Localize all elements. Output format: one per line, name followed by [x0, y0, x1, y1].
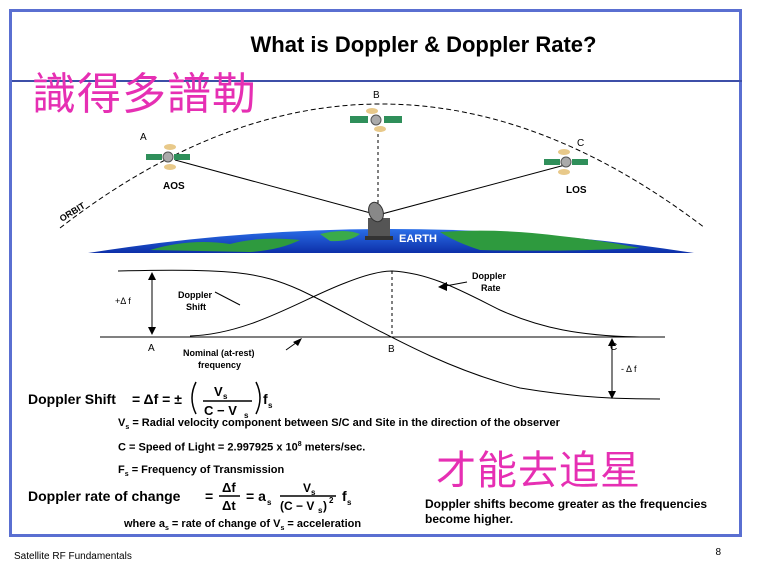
frequency-note: Doppler shifts become greater as the fre…: [425, 497, 708, 526]
svg-text:Δt: Δt: [222, 498, 236, 513]
earth-label: EARTH: [399, 233, 437, 245]
orbit-label: ORBIT: [58, 200, 87, 224]
svg-text:= Δf = ±: = Δf = ±: [132, 391, 182, 407]
satellite-c-icon: [544, 149, 588, 175]
svg-text:f: f: [263, 391, 268, 407]
overlay-caption-top: 識得多譜勒: [32, 69, 257, 120]
doppler-rate-curve: [189, 270, 641, 338]
svg-text:s: s: [268, 401, 273, 410]
where-line: where as = rate of change of Vs = accele…: [124, 518, 362, 533]
plus-delta-f-label: +Δ f: [115, 296, 131, 306]
slide-title: What is Doppler & Doppler Rate?: [250, 32, 597, 57]
footer-course-name: Satellite RF Fundamentals: [14, 551, 132, 562]
ground-station-icon: [365, 201, 393, 240]
svg-text:2: 2: [329, 496, 334, 505]
axis-b-label: B: [388, 344, 395, 355]
fs-definition-line: Fs = Frequency of Transmission: [118, 464, 285, 479]
axis-a-label: A: [148, 343, 155, 354]
point-c-label: C: [577, 138, 584, 149]
svg-text:= a: = a: [246, 488, 266, 504]
svg-text:s: s: [311, 488, 316, 497]
vs-definition-text: = Radial velocity component between S/C …: [132, 417, 560, 429]
doppler-shift-label-2: Shift: [186, 302, 206, 312]
rate-eq-name: Doppler rate of change: [28, 488, 181, 504]
point-a-label: A: [140, 132, 147, 143]
c-exponent: 8: [297, 441, 302, 448]
axis-c-label: C: [610, 342, 617, 353]
svg-text:s: s: [267, 498, 272, 507]
where-text-1: where a: [124, 518, 165, 530]
svg-text:f: f: [342, 488, 347, 504]
nominal-label-1: Nominal (at-rest): [183, 348, 255, 358]
line-to-a: [174, 159, 379, 216]
doppler-shift-eq-name: Doppler Shift: [28, 391, 116, 407]
rate-formula: = Δf Δt = a s V s (C − V s ) 2 f s: [205, 480, 352, 515]
earth-land-1: [150, 238, 300, 252]
where-text-3: = acceleration: [284, 518, 362, 530]
overlay-caption-bottom: 才能去追星: [436, 448, 641, 494]
shift-callout-line: [214, 291, 241, 306]
doppler-shift-curve: [117, 269, 661, 400]
line-to-c: [377, 164, 566, 216]
svg-text:V: V: [214, 384, 223, 399]
c-units-text: meters/sec.: [301, 441, 366, 454]
svg-text:(C − V: (C − V: [280, 499, 314, 513]
orbit-arc: [59, 103, 706, 229]
earth-land-3: [320, 231, 360, 242]
c-definition-text: C = Speed of Light = 2.997925 x 10: [118, 441, 298, 454]
satellite-b-icon: [350, 108, 402, 132]
aos-label: AOS: [163, 181, 185, 192]
svg-text:=: =: [205, 488, 213, 504]
footer-page-number: 8: [715, 547, 721, 558]
doppler-rate-label-1: Doppler: [472, 271, 506, 281]
satellite-a-icon: [146, 144, 190, 170]
svg-text:s: s: [347, 498, 352, 507]
title-underline: [12, 80, 742, 82]
svg-text:s: s: [223, 392, 228, 401]
doppler-rate-label-2: Rate: [481, 283, 501, 293]
slide-frame: [9, 9, 742, 537]
svg-text:C − V: C − V: [204, 403, 237, 418]
svg-text:): ): [323, 499, 327, 513]
los-label: LOS: [566, 185, 587, 196]
where-text-2: = rate of change of V: [168, 518, 281, 530]
svg-text:s: s: [244, 411, 249, 420]
minus-delta-f-label: - Δ f: [621, 364, 637, 374]
doppler-shift-formula: = Δf = ± V s C − V s f s: [132, 381, 273, 420]
point-b-label: B: [373, 90, 380, 101]
fs-definition-text: = Frequency of Transmission: [131, 464, 285, 476]
svg-text:V: V: [303, 481, 311, 495]
c-definition-line: C = Speed of Light = 2.997925 x 108 mete…: [118, 441, 365, 454]
svg-text:Δf: Δf: [222, 480, 236, 495]
nominal-label-2: frequency: [198, 360, 241, 370]
vs-definition-line: Vs = Radial velocity component between S…: [118, 417, 560, 432]
doppler-shift-label-1: Doppler: [178, 290, 212, 300]
earth-land-2: [440, 230, 640, 251]
svg-text:s: s: [318, 506, 323, 515]
